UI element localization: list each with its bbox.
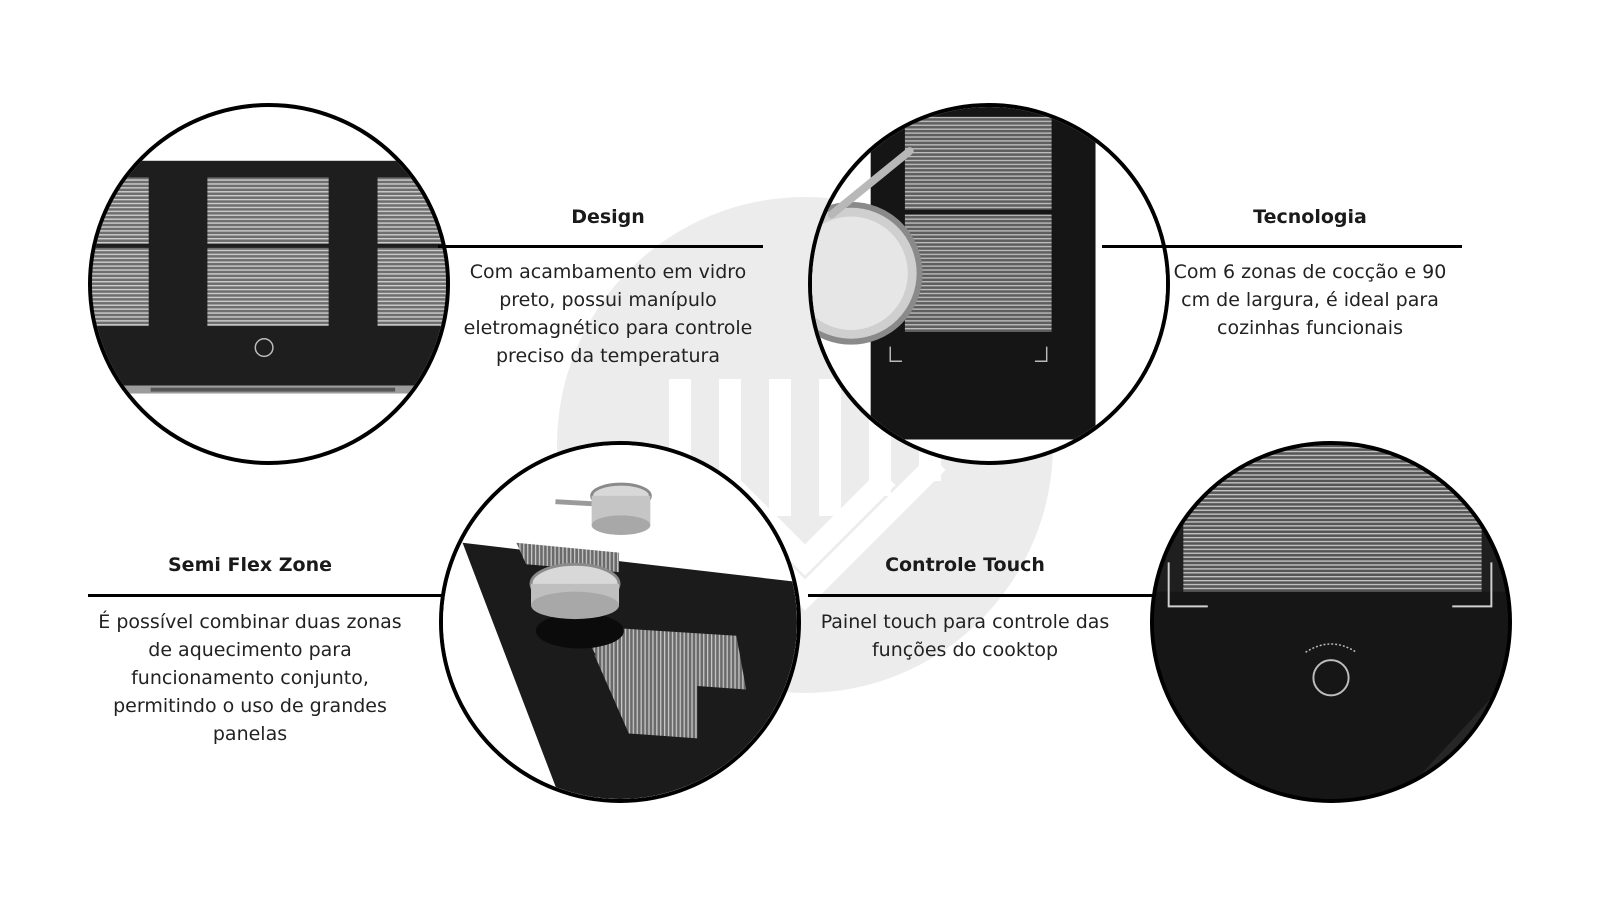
semi-flex-zone-divider bbox=[88, 594, 442, 597]
design-image bbox=[88, 103, 450, 465]
design-divider bbox=[438, 245, 763, 248]
semi-flex-zone-title: Semi Flex Zone bbox=[168, 554, 332, 576]
tecnologia-title: Tecnologia bbox=[1253, 206, 1367, 228]
tecnologia-divider bbox=[1102, 245, 1462, 248]
semi-flex-zone-image bbox=[439, 441, 801, 803]
tecnologia-image bbox=[808, 103, 1170, 465]
tecnologia-description: Com 6 zonas de cocção e 90 cm de largura… bbox=[1173, 261, 1447, 339]
design-description: Com acambamento em vidro preto, possui m… bbox=[463, 261, 753, 367]
controle-touch-description: Painel touch para controle das funções d… bbox=[820, 611, 1110, 661]
controle-touch-image bbox=[1150, 441, 1512, 803]
design-title: Design bbox=[571, 206, 645, 228]
controle-touch-title: Controle Touch bbox=[885, 554, 1045, 576]
controle-touch-divider bbox=[808, 594, 1153, 597]
semi-flex-zone-description: É possível combinar duas zonas de aqueci… bbox=[98, 611, 402, 745]
